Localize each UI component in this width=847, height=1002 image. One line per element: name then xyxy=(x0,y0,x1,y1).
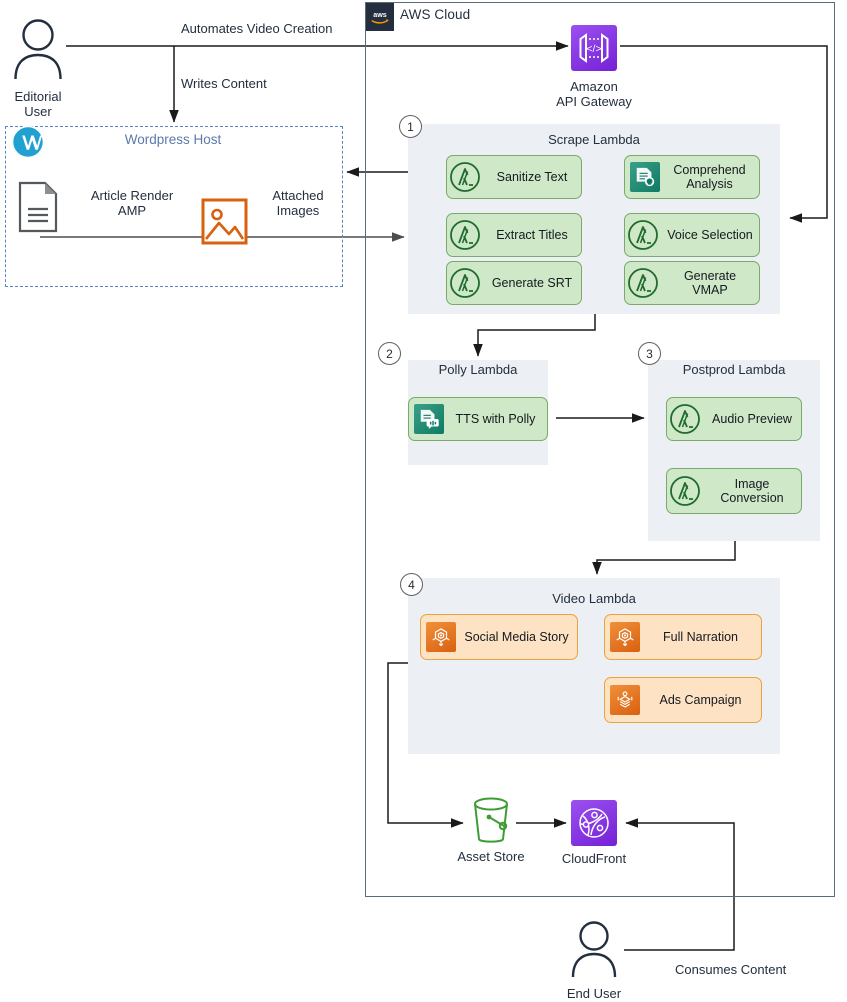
cloudfront-icon xyxy=(571,800,617,846)
document-icon xyxy=(18,181,58,233)
chip-full-narration[interactable]: Full Narration xyxy=(604,614,762,660)
api-gateway-line1: Amazon xyxy=(570,79,618,94)
scrape-lambda-title: Scrape Lambda xyxy=(548,132,640,147)
edge-label-writes: Writes Content xyxy=(181,76,267,91)
chip-generate-vmap[interactable]: Generate VMAP xyxy=(624,261,760,305)
chip-label: Ads Campaign xyxy=(659,693,742,707)
step-badge-1: 1 xyxy=(399,115,422,138)
s3-bucket-icon xyxy=(466,795,516,847)
article-render-label: Article Render AMP xyxy=(82,188,182,218)
chip-label: Comprehend Analysis xyxy=(660,163,759,191)
comprehend-icon xyxy=(630,162,660,192)
chip-label: Audio Preview xyxy=(712,412,792,426)
chip-ads-campaign[interactable]: Ads Campaign xyxy=(604,677,762,723)
aws-logo-icon: aws xyxy=(366,3,394,31)
chip-comprehend-analysis[interactable]: Comprehend Analysis xyxy=(624,155,760,199)
chip-label: Generate VMAP xyxy=(683,269,737,297)
article-render-line2: AMP xyxy=(117,203,147,218)
lambda-icon xyxy=(667,473,703,509)
postprod-lambda-title: Postprod Lambda xyxy=(682,362,786,377)
wordpress-host-title: Wordpress Host xyxy=(124,132,222,147)
api-gateway-label: Amazon API Gateway xyxy=(544,79,644,109)
lambda-icon xyxy=(447,159,483,195)
step-badge-2: 2 xyxy=(378,342,401,365)
editorial-user-icon xyxy=(10,18,66,80)
svg-text:aws: aws xyxy=(373,11,387,19)
attached-images-line2: Images xyxy=(276,203,320,218)
article-render-line1: Article Render xyxy=(90,188,174,203)
svg-text:</>: </> xyxy=(586,43,601,55)
step-badge-3: 3 xyxy=(638,342,661,365)
chip-social-media-story[interactable]: Social Media Story xyxy=(420,614,578,660)
chip-label: TTS with Polly xyxy=(455,412,536,426)
chip-extract-titles[interactable]: Extract Titles xyxy=(446,213,582,257)
lambda-icon xyxy=(447,217,483,253)
chip-label-line2: Conversion xyxy=(720,491,784,505)
chip-image-conversion[interactable]: Image Conversion xyxy=(666,468,802,514)
attached-images-label: Attached Images xyxy=(258,188,338,218)
editorial-user-label: Editorial User xyxy=(14,89,62,119)
image-icon xyxy=(201,198,248,245)
wordpress-icon xyxy=(11,125,45,159)
elemental-mediaconvert-icon xyxy=(426,622,456,652)
edge-label-consumes: Consumes Content xyxy=(675,962,787,977)
asset-store-label: Asset Store xyxy=(457,849,525,864)
chip-label: Voice Selection xyxy=(667,228,753,242)
end-user-icon xyxy=(568,920,620,978)
lambda-icon xyxy=(625,265,661,301)
edge-label-automates: Automates Video Creation xyxy=(181,21,333,36)
polly-lambda-title: Polly Lambda xyxy=(438,362,518,377)
chip-sanitize-text[interactable]: Sanitize Text xyxy=(446,155,582,199)
video-lambda-title: Video Lambda xyxy=(552,591,636,606)
chip-voice-selection[interactable]: Voice Selection xyxy=(624,213,760,257)
lambda-icon xyxy=(447,265,483,301)
chip-label: Extract Titles xyxy=(496,228,568,242)
lambda-icon xyxy=(667,401,703,437)
step-badge-4: 4 xyxy=(400,573,423,596)
video-lambda-group xyxy=(408,578,780,754)
chip-label: Image Conversion xyxy=(703,477,801,505)
chip-label: Full Narration xyxy=(662,630,739,644)
api-gateway-icon: </> xyxy=(571,25,617,71)
chip-generate-srt[interactable]: Generate SRT xyxy=(446,261,582,305)
chip-tts-with-polly[interactable]: TTS with Polly xyxy=(408,397,548,441)
elemental-mediatailor-icon xyxy=(610,685,640,715)
attached-images-line1: Attached xyxy=(272,188,324,203)
chip-label: Sanitize Text xyxy=(496,170,568,184)
chip-audio-preview[interactable]: Audio Preview xyxy=(666,397,802,441)
api-gateway-line2: API Gateway xyxy=(556,94,632,109)
chip-label: Social Media Story xyxy=(464,630,569,644)
end-user-label: End User xyxy=(566,986,622,1001)
cloudfront-label: CloudFront xyxy=(561,851,627,866)
polly-icon xyxy=(414,404,444,434)
chip-label-line1: Image xyxy=(734,477,770,491)
lambda-icon xyxy=(625,217,661,253)
aws-cloud-boundary xyxy=(365,2,835,897)
chip-label-line2: Analysis xyxy=(686,177,733,191)
aws-cloud-label: AWS Cloud xyxy=(400,7,471,22)
elemental-mediaconvert-icon xyxy=(610,622,640,652)
wordpress-host-group xyxy=(5,126,343,287)
chip-label: Generate SRT xyxy=(491,276,573,290)
chip-label-line1: Comprehend xyxy=(673,163,746,177)
